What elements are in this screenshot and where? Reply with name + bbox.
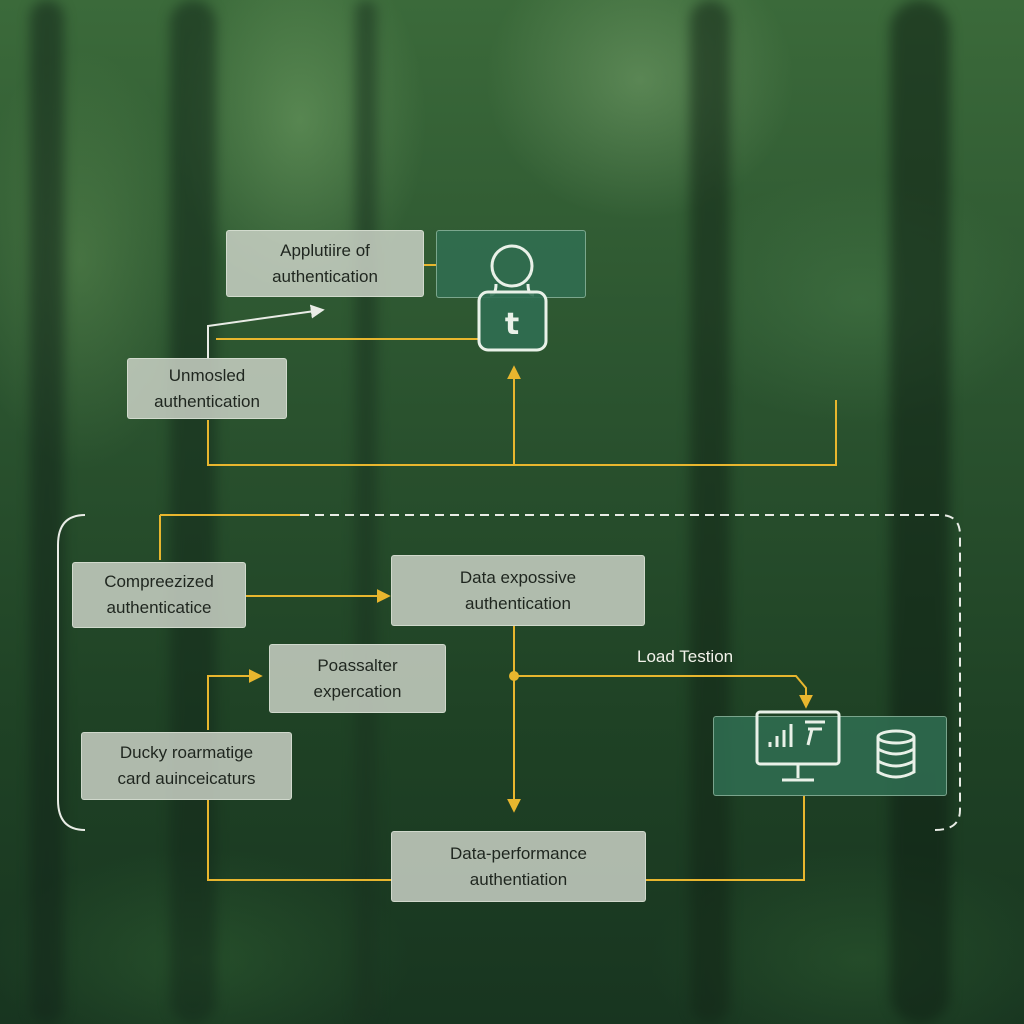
connector-loop-bottom bbox=[207, 400, 837, 466]
node-data-performance-label: Data-performance authentiation bbox=[449, 843, 587, 889]
connector-unmosled-to-applutiire bbox=[207, 304, 325, 358]
node-compreezized-label: Compreezized authenticatice bbox=[104, 572, 214, 617]
node-applutiire-label: Applutiire of authentication bbox=[272, 240, 378, 286]
lock-glyph: t bbox=[505, 307, 519, 342]
node-applutiire[interactable]: Applutiire of authentication bbox=[226, 230, 424, 297]
node-unmosled-label: Unmosled authentication bbox=[154, 365, 260, 411]
background-trunk bbox=[690, 0, 730, 1024]
connector-load-testion bbox=[514, 675, 813, 709]
node-data-performance[interactable]: Data-performance authentiation bbox=[391, 831, 646, 902]
monitor-database-panel[interactable] bbox=[713, 716, 947, 796]
background-trunk bbox=[890, 0, 950, 1024]
background-trunk bbox=[30, 0, 64, 1024]
user-lock-icon bbox=[477, 244, 548, 352]
node-compreezized[interactable]: Compreezized authenticatice bbox=[72, 562, 246, 628]
node-data-expossive-label: Data expossive authentication bbox=[459, 567, 577, 613]
node-ducky[interactable]: Ducky roarmatige card auinceicaturs bbox=[81, 732, 292, 800]
frame-left-bracket bbox=[57, 514, 86, 831]
dashed-frame bbox=[300, 514, 961, 831]
edge-label-load-testion: Load Testion bbox=[637, 647, 734, 666]
node-poassalter[interactable]: Poassalter expercation bbox=[269, 644, 446, 713]
node-ducky-label: Ducky roarmatige card auinceicaturs bbox=[117, 743, 256, 788]
node-unmosled[interactable]: Unmosled authentication bbox=[127, 358, 287, 419]
database-icon bbox=[876, 729, 916, 779]
monitor-chart-icon bbox=[755, 710, 841, 782]
connector-panel-to-dataperformance bbox=[646, 796, 805, 881]
node-data-expossive[interactable]: Data expossive authentication bbox=[391, 555, 645, 626]
connector-ducky-to-poassalter bbox=[207, 669, 263, 730]
connector-ducky-to-dataperformance bbox=[207, 800, 392, 881]
node-poassalter-label: Poassalter expercation bbox=[313, 655, 402, 701]
